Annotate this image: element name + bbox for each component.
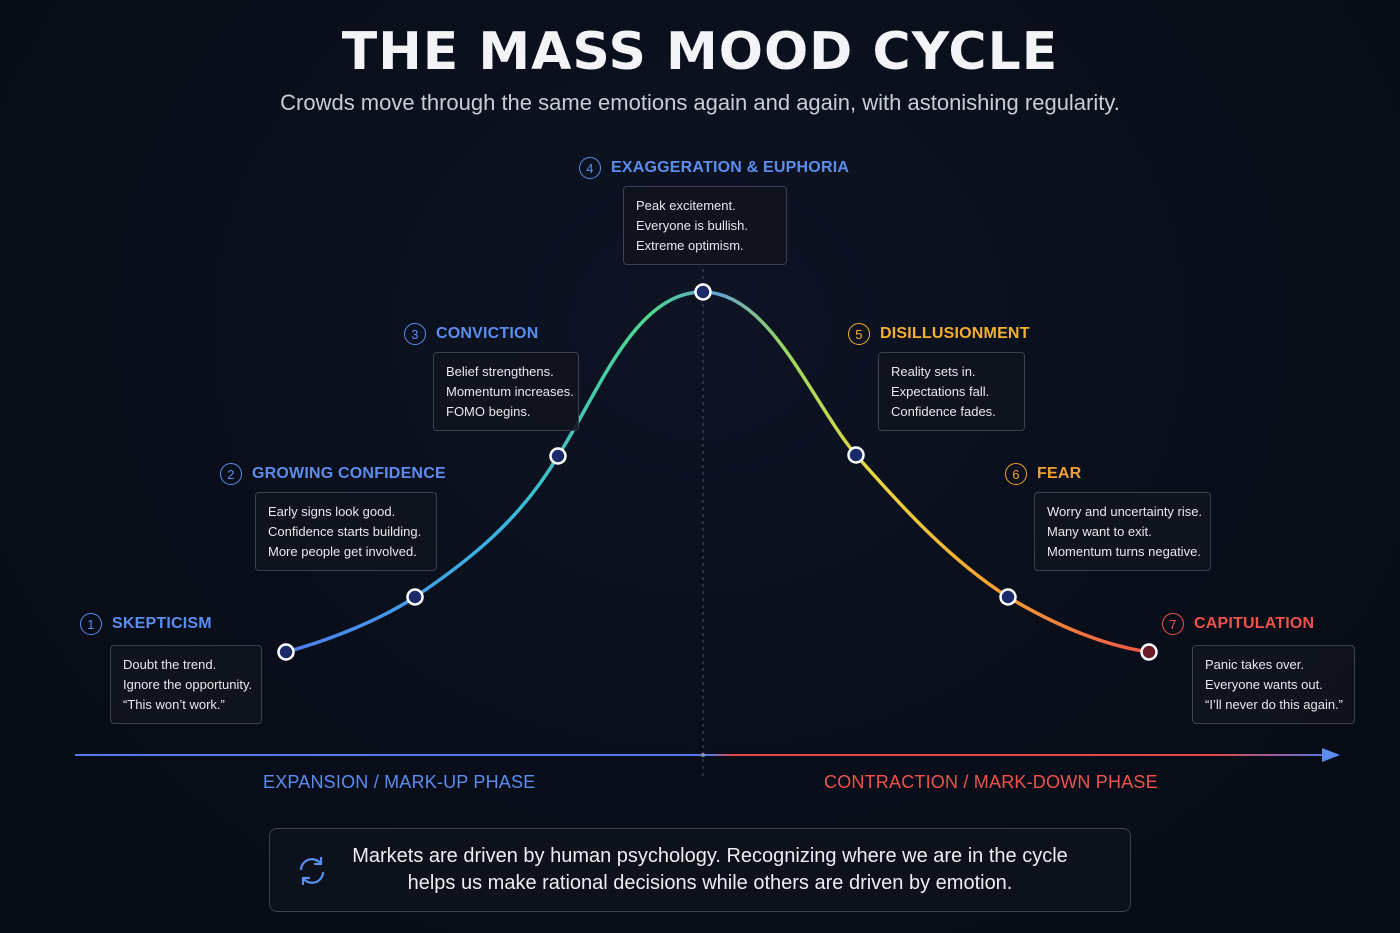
stage-description-line: “I’ll never do this again.” [1205,697,1344,712]
page-title: THE MASS MOOD CYCLE [341,22,1059,82]
stage-number-badge: 7 [1162,613,1184,635]
stage-description-line: Everyone wants out. [1205,677,1323,692]
stage-description-box-4: Peak excitement. Everyone is bullish. Extr… [623,186,787,265]
footer-line-2: helps us make rational decisions while o… [407,872,1013,894]
stage-description-line: Everyone is bullish. [636,218,748,233]
stage-description-line: Ignore the opportunity. [123,677,253,692]
stage-node-7 [1140,643,1158,661]
stage-description-box-6: Worry and uncertainty rise. Many want to … [1034,492,1211,571]
stage-heading-6: 6 FEAR [1005,463,1081,485]
stage-description-line: Reality sets in. [891,364,976,379]
stage-description-line: FOMO begins. [446,404,531,419]
stage-heading-5: 5 DISILLUSIONMENT [848,323,1030,345]
stage-name: GROWING CONFIDENCE [252,465,446,482]
refresh-cycle-icon [299,856,325,886]
stage-description-box-3: Belief strengthens. Momentum increases. FO… [433,352,579,431]
stage-description-line: Confidence fades. [891,404,996,419]
stage-number-badge: 1 [80,613,102,635]
footer-message: Markets are driven by human psychology. … [340,843,1080,897]
stage-description-box-5: Reality sets in. Expectations fall. Confid… [878,352,1025,431]
stage-description-box-1: Doubt the trend. Ignore the opportunity. “… [110,645,262,724]
stage-description-line: Peak excitement. [636,198,736,213]
stage-description-box-7: Panic takes over. Everyone wants out. “I’l… [1192,645,1355,724]
stage-description-line: Belief strengthens. [446,364,554,379]
stage-description-line: “This won’t work.” [123,697,225,712]
stage-number-badge: 2 [220,463,242,485]
stage-description-box-2: Early signs look good. Confidence starts … [255,492,437,571]
stage-name: EXAGGERATION & EUPHORIA [611,159,850,176]
stage-description-line: Doubt the trend. [123,657,217,672]
stage-description-line: More people get involved. [268,544,417,559]
expansion-phase-label: EXPANSION / MARK-UP PHASE [263,772,536,792]
stage-description-line: Many want to exit. [1047,524,1152,539]
stage-name: FEAR [1037,465,1082,482]
contraction-phase-label: CONTRACTION / MARK-DOWN PHASE [824,772,1158,792]
stage-description-line: Worry and uncertainty rise. [1047,504,1203,519]
stage-number-badge: 3 [404,323,426,345]
stage-node-3 [549,447,567,465]
stage-heading-3: 3 CONVICTION [404,323,538,345]
stage-name: DISILLUSIONMENT [880,325,1030,342]
axis-center-dot [701,753,705,757]
stage-number-badge: 4 [579,157,601,179]
stage-node-1 [277,643,295,661]
stage-name: SKEPTICISM [112,615,212,632]
stage-description-line: Momentum turns negative. [1047,544,1201,559]
stage-heading-4: 4 EXAGGERATION & EUPHORIA [579,157,849,179]
stage-name: CONVICTION [436,325,539,342]
stage-heading-7: 7 CAPITULATION [1162,613,1314,635]
stage-heading-1: 1 SKEPTICISM [80,613,212,635]
stage-description-line: Expectations fall. [891,384,990,399]
stage-node-6 [999,588,1017,606]
footer-line-1: Markets are driven by human psychology. … [352,845,1068,867]
stage-node-5 [847,446,865,464]
stage-number-badge: 5 [848,323,870,345]
timeline-arrowhead [1322,748,1340,762]
page-subtitle: Crowds move through the same emotions ag… [280,90,1120,115]
stage-heading-2: 2 GROWING CONFIDENCE [220,463,446,485]
stage-number-badge: 6 [1005,463,1027,485]
stage-name: CAPITULATION [1194,615,1315,632]
stage-description-line: Momentum increases. [446,384,574,399]
stage-description-line: Confidence starts building. [268,524,422,539]
stage-description-line: Extreme optimism. [636,238,744,253]
stage-description-line: Early signs look good. [268,504,396,519]
stage-node-2 [406,588,424,606]
stage-node-4 [694,283,712,301]
stage-description-line: Panic takes over. [1205,657,1304,672]
footer-callout: Markets are driven by human psychology. … [269,828,1131,912]
